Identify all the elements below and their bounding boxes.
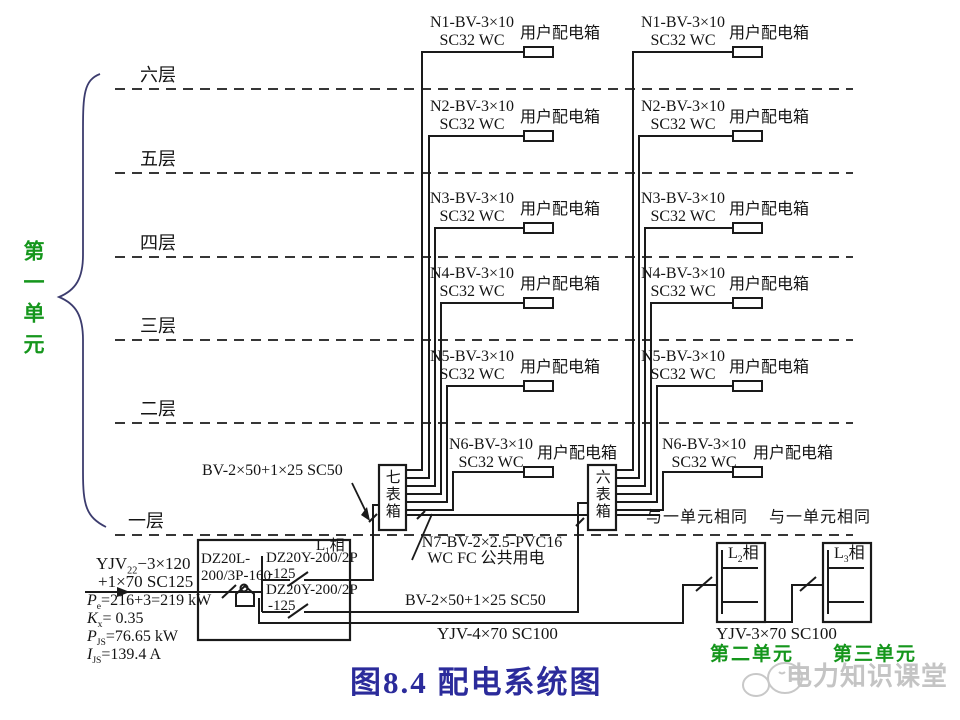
u1-n5-userbox-label: 用户配电箱 xyxy=(520,359,601,376)
n7-use-label: WC FC 公共用电 xyxy=(427,550,545,567)
riser-feed-left-label: BV-2×50+1×25 SC50 xyxy=(202,462,343,479)
branch-breaker1-label1: DZ20Y-200/2P xyxy=(266,550,358,566)
main-breaker-blade xyxy=(221,584,237,599)
unit-feeder-lines xyxy=(258,576,823,624)
u2-n3-cable-label: N3-BV-3×10 xyxy=(641,190,725,207)
u1-n6-userbox-label: 用户配电箱 xyxy=(537,445,618,462)
floor-label-3: 三层 xyxy=(140,316,176,336)
u2-n4-cable-label: N4-BV-3×10 xyxy=(641,265,725,282)
u1-n3-userbox-label: 用户配电箱 xyxy=(520,201,601,218)
u1-n1-conduit-label: SC32 WC xyxy=(439,32,505,49)
branch-breaker1-label2: -125 xyxy=(268,566,296,582)
same-as-unit1-note-b: 与一单元相同 xyxy=(769,509,872,526)
branch-breaker2-label2: -125 xyxy=(268,598,296,614)
u1-n2-userbox-label: 用户配电箱 xyxy=(520,109,601,126)
u2-n3-userbox-label: 用户配电箱 xyxy=(729,201,810,218)
demand-factor-label: Kx= 0.35 xyxy=(87,610,144,631)
unit2-feeder-label: YJV-4×70 SC100 xyxy=(437,624,558,643)
floor-label-6: 六层 xyxy=(140,65,176,85)
unit1-label: 第一单元 xyxy=(21,240,46,364)
six-meter-box-label: 六表箱 xyxy=(593,469,610,520)
label-leader-lines xyxy=(351,482,433,561)
u1-n6-cable-label: N6-BV-3×10 xyxy=(449,436,533,453)
cabinet-internal-lines xyxy=(85,556,350,619)
phase-l3-label: L3相 xyxy=(834,545,865,566)
u2-n1-cable-label: N1-BV-3×10 xyxy=(641,14,725,31)
u2-n3-conduit-label: SC32 WC xyxy=(650,208,716,225)
branch-breaker1-blade xyxy=(287,571,309,587)
six-meter-box-outline xyxy=(586,463,618,532)
incoming-cable-label: YJV22−3×120 xyxy=(96,554,191,577)
u2-n4-conduit-label: SC32 WC xyxy=(650,283,716,300)
seven-meter-box-label: 七表箱 xyxy=(383,469,400,520)
u2-n5-cable-label: N5-BV-3×10 xyxy=(641,348,725,365)
main-cabinet-outline xyxy=(196,538,352,642)
main-breaker-label2: 200/3P-160 xyxy=(201,568,272,584)
u1-n4-conduit-label: SC32 WC xyxy=(439,283,505,300)
u2-n6-conduit-label: SC32 WC xyxy=(671,454,737,471)
phase-l2-box-outline xyxy=(715,541,767,624)
u2-n1-conduit-label: SC32 WC xyxy=(650,32,716,49)
u2-n6-userbox-label: 用户配电箱 xyxy=(753,445,834,462)
u1-n4-userbox-label: 用户配电箱 xyxy=(520,276,601,293)
main-breaker-label1: DZ20L- xyxy=(201,551,251,567)
riser-feed-lines xyxy=(350,502,588,613)
u1-n4-cable-label: N4-BV-3×10 xyxy=(430,265,514,282)
u2-n2-cable-label: N2-BV-3×10 xyxy=(641,98,725,115)
riser-feed-right-label: BV-2×50+1×25 SC50 xyxy=(405,592,546,609)
u2-n1-userbox-label: 用户配电箱 xyxy=(729,25,810,42)
u1-n2-conduit-label: SC32 WC xyxy=(439,116,505,133)
u1-n5-conduit-label: SC32 WC xyxy=(439,366,505,383)
phase-box-internal-lines xyxy=(721,550,864,614)
calculated-current-label: IJS=139.4 A xyxy=(87,646,162,667)
same-as-unit1-note-a: 与一单元相同 xyxy=(646,509,749,526)
user-distribution-box-symbols xyxy=(523,46,763,478)
floor-label-2: 二层 xyxy=(140,399,176,419)
seven-meter-box-outline xyxy=(377,463,408,532)
u1-n3-conduit-label: SC32 WC xyxy=(439,208,505,225)
floor-label-4: 四层 xyxy=(140,233,176,253)
u2-n5-conduit-label: SC32 WC xyxy=(650,366,716,383)
unit1-brace xyxy=(56,73,107,528)
n7-cable-label: N7-BV-2×2.5-PVC16 xyxy=(421,534,563,551)
phase-l1-label: L1相 xyxy=(316,538,345,556)
calculated-power-label: PJS=76.65 kW xyxy=(87,628,178,649)
u1-n2-cable-label: N2-BV-3×10 xyxy=(430,98,514,115)
watermark-mascot-icon xyxy=(742,662,803,697)
branch-breaker2-label1: DZ20Y-200/2P xyxy=(266,582,358,598)
u2-n4-userbox-label: 用户配电箱 xyxy=(729,276,810,293)
unit2-riser-lines xyxy=(616,51,733,511)
floor-dashed-lines xyxy=(115,88,853,536)
phase-l2-label: L2相 xyxy=(728,545,759,566)
branch-breaker2-blade xyxy=(287,603,309,619)
phase-l3-box-outline xyxy=(821,541,873,624)
unit2-label: 第二单元 xyxy=(710,644,795,665)
unit3-feeder-label: YJV-3×70 SC100 xyxy=(716,624,837,643)
u2-n2-userbox-label: 用户配电箱 xyxy=(729,109,810,126)
u1-n5-cable-label: N5-BV-3×10 xyxy=(430,348,514,365)
u1-n3-cable-label: N3-BV-3×10 xyxy=(430,190,514,207)
u2-n2-conduit-label: SC32 WC xyxy=(650,116,716,133)
installed-power-label: Pe=216+3=219 kW xyxy=(87,592,212,613)
floor-label-1: 一层 xyxy=(128,511,164,531)
u2-n6-cable-label: N6-BV-3×10 xyxy=(662,436,746,453)
u2-n5-userbox-label: 用户配电箱 xyxy=(729,359,810,376)
unit1-riser-lines xyxy=(406,51,660,516)
watermark-text: 电力知识课堂 xyxy=(786,662,949,691)
u1-n1-userbox-label: 用户配电箱 xyxy=(520,25,601,42)
floor-label-5: 五层 xyxy=(140,149,176,169)
incoming-cable-label2: +1×70 SC125 xyxy=(98,572,194,591)
fuse-symbol xyxy=(235,584,255,607)
figure-title: 图8.4 配电系统图 xyxy=(350,665,603,700)
u1-n6-conduit-label: SC32 WC xyxy=(458,454,524,471)
unit3-label: 第三单元 xyxy=(833,644,918,665)
u1-n1-cable-label: N1-BV-3×10 xyxy=(430,14,514,31)
